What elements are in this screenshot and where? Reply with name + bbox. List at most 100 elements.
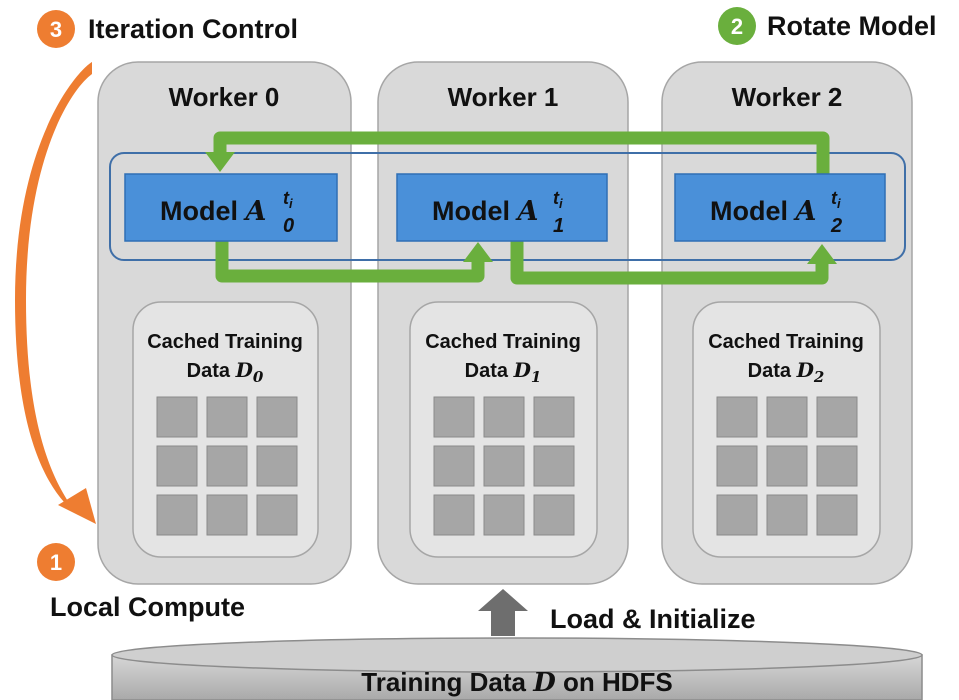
data-block: [533, 396, 575, 438]
model-box-2: Model A ti 2: [674, 173, 886, 242]
model-2-word: Model: [710, 196, 796, 226]
model-2-subscript: 2: [830, 215, 842, 237]
cached-data-0-word: Data: [187, 360, 236, 382]
model-2-sup-t: t: [831, 188, 838, 208]
model-0-sup-i: i: [289, 196, 293, 211]
step-1: 1 Local Compute: [37, 543, 245, 622]
cached-data-1-sub: 1: [531, 368, 541, 386]
load-initialize: Load & Initialize: [478, 589, 756, 636]
data-block: [483, 494, 525, 536]
data-block: [206, 445, 248, 487]
model-1-sup-t: t: [553, 188, 560, 208]
cached-data-0-line2: Data D0: [187, 358, 264, 386]
model-2-superscript: ti: [831, 188, 841, 211]
model-1-superscript: ti: [553, 188, 563, 211]
cached-data-1-line2: Data D1: [465, 358, 542, 386]
model-ring: [109, 152, 906, 261]
data-block: [206, 396, 248, 438]
model-0-sup-t: t: [283, 188, 290, 208]
worker-2-title: Worker 2: [732, 82, 843, 112]
step-2: 2 Rotate Model: [718, 7, 937, 45]
model-0-word: Model: [160, 196, 246, 226]
step-3-number: 3: [50, 17, 62, 42]
cached-data-2-sub: 2: [813, 368, 824, 386]
cached-data-2-line2: Data D2: [748, 358, 825, 386]
step-1-number: 1: [50, 550, 62, 575]
data-block: [256, 445, 298, 487]
iteration-arrow-head: [58, 488, 96, 524]
data-block: [766, 445, 808, 487]
model-2-sup-i: i: [837, 196, 841, 211]
model-box-0-rect: [124, 173, 338, 242]
rotate-arrows: [205, 131, 837, 285]
cached-data-2: Cached Training Data D2: [692, 301, 881, 558]
rotate-arrow-1-to-2: [510, 240, 829, 285]
storage-label-prefix: Training Data: [361, 667, 533, 697]
storage-label-suffix: on HDFS: [556, 667, 673, 697]
storage-cylinder-top: [111, 637, 923, 673]
iteration-arrow: [15, 62, 96, 524]
step-2-badge: [718, 7, 756, 45]
cached-data-1-word: Data: [465, 360, 514, 382]
data-block: [483, 445, 525, 487]
data-block: [716, 494, 758, 536]
data-block: [433, 396, 475, 438]
data-block: [533, 445, 575, 487]
model-box-2-rect: [674, 173, 886, 242]
data-block: [716, 445, 758, 487]
cached-data-0-blocks: [156, 396, 298, 536]
step-1-label: Local Compute: [50, 592, 245, 622]
data-block: [156, 494, 198, 536]
storage-label: Training Data D on HDFS: [361, 667, 672, 698]
data-block: [206, 494, 248, 536]
data-block: [256, 396, 298, 438]
step-3-label: Iteration Control: [88, 14, 298, 44]
data-block: [766, 494, 808, 536]
model-box-1-rect: [396, 173, 608, 242]
cached-data-0-line1: Cached Training: [147, 331, 303, 353]
model-box-1-label: Model A: [432, 196, 538, 227]
load-initialize-label: Load & Initialize: [550, 604, 756, 634]
data-block: [483, 396, 525, 438]
hdfs-storage: Training Data D on HDFS: [111, 637, 923, 700]
model-0-superscript: ti: [283, 188, 293, 211]
data-block: [716, 396, 758, 438]
cached-data-1-symbol: D: [513, 358, 532, 382]
data-block: [156, 396, 198, 438]
rotate-arrow-0-to-1-head: [463, 242, 493, 262]
model-box-0-label: Model A: [160, 196, 266, 227]
cached-data-2-line1: Cached Training: [708, 331, 864, 353]
rotate-arrow-back: [213, 131, 830, 174]
step-2-label: Rotate Model: [767, 11, 937, 41]
model-1-subscript: 1: [553, 215, 564, 237]
data-block: [433, 494, 475, 536]
step-3-badge: [37, 10, 75, 48]
worker-1-title: Worker 1: [448, 82, 559, 112]
step-2-number: 2: [731, 14, 743, 39]
data-block: [533, 494, 575, 536]
cached-data-0-sub: 0: [253, 368, 264, 386]
data-block: [156, 445, 198, 487]
model-0-symbol: A: [243, 196, 267, 227]
data-block: [816, 396, 858, 438]
data-block: [816, 494, 858, 536]
model-1-symbol: A: [515, 196, 539, 227]
worker-0-title: Worker 0: [169, 82, 280, 112]
cached-data-2-word: Data: [748, 360, 797, 382]
rotate-arrow-0-to-1: [215, 238, 485, 283]
data-block: [433, 445, 475, 487]
storage-label-symbol: D: [532, 668, 556, 698]
cached-data-1-blocks: [433, 396, 575, 536]
data-block: [766, 396, 808, 438]
model-1-sup-i: i: [559, 196, 563, 211]
cached-data-0: Cached Training Data D0: [132, 301, 319, 558]
model-2-symbol: A: [793, 196, 817, 227]
model-0-subscript: 0: [283, 215, 294, 237]
model-box-1: Model A ti 1: [396, 173, 608, 242]
cached-data-1-line1: Cached Training: [425, 331, 581, 353]
rotate-arrow-1-to-2-head: [807, 244, 837, 264]
cached-data-2-blocks: [716, 396, 858, 536]
model-box-2-label: Model A: [710, 196, 816, 227]
cached-data-0-symbol: D: [235, 358, 254, 382]
